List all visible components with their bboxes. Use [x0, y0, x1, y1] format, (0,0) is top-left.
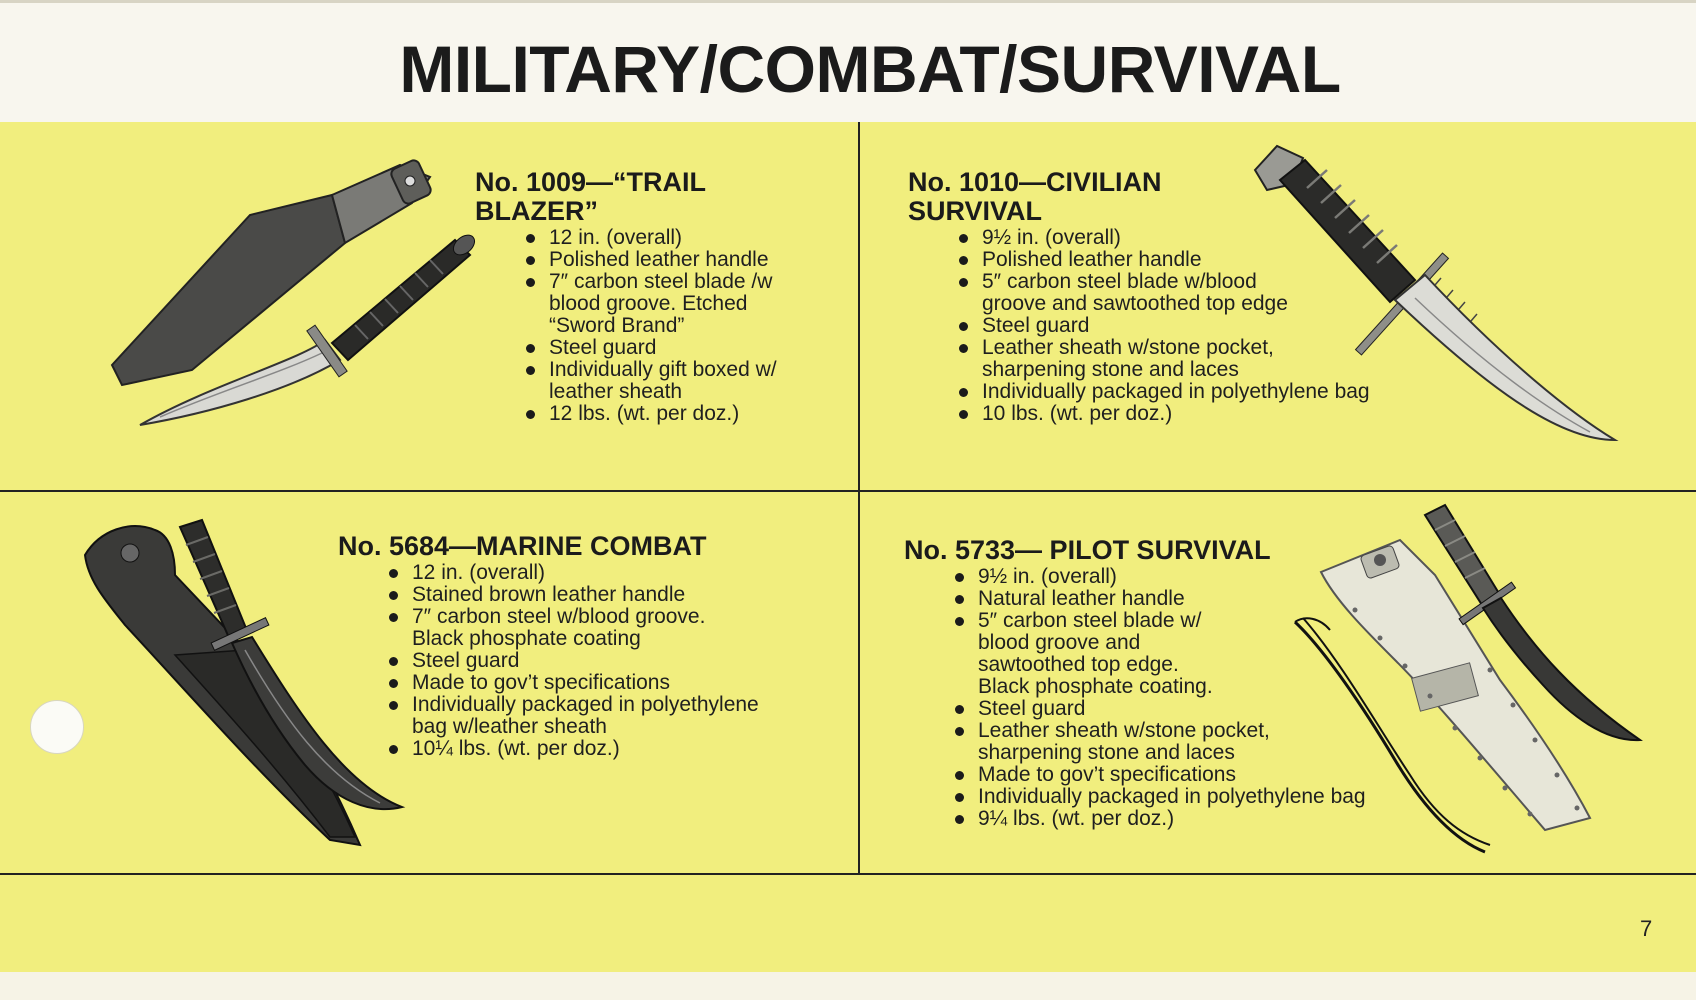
spec-item: 9½ in. (overall): [956, 227, 1468, 249]
punch-hole: [30, 700, 84, 754]
spec-item: Stained brown leather handle: [386, 584, 858, 606]
trail-blazer-knife-illustration: [110, 159, 476, 426]
marine-combat-knife-illustration: [83, 518, 406, 847]
trail-blazer-title: No. 1009—“TRAIL BLAZER”: [475, 167, 706, 226]
spec-item: 12 in. (overall): [523, 227, 835, 249]
pilot-survival-title: No. 5733— PILOT SURVIVAL: [904, 535, 1271, 565]
spec-item: Leather sheath w/stone pocket, sharpenin…: [952, 720, 1424, 764]
marine-combat-title: No. 5684—MARINE COMBAT: [338, 531, 707, 561]
spec-item: Individually packaged in polyethylene ba…: [952, 786, 1424, 808]
spec-item: Natural leather handle: [952, 588, 1424, 610]
spec-item: 10¼ lbs. (wt. per doz.): [386, 738, 858, 760]
spec-item: 12 lbs. (wt. per doz.): [523, 403, 835, 425]
grid-rule-vertical: [858, 122, 860, 875]
pilot-survival-card: No. 5733— PILOT SURVIVAL 9½ in. (overall…: [904, 536, 1424, 830]
spec-item: Individually packaged in polyethylene ba…: [956, 381, 1468, 403]
spec-item: 7″ carbon steel blade /w blood groove. E…: [523, 271, 835, 337]
civilian-survival-card: No. 1010—CIVILIAN SURVIVAL 9½ in. (overa…: [908, 168, 1468, 425]
spec-item: Steel guard: [523, 337, 835, 359]
spec-item: Polished leather handle: [956, 249, 1468, 271]
spec-item: 9½ in. (overall): [952, 566, 1424, 588]
trail-blazer-card: No. 1009—“TRAIL BLAZER” 12 in. (overall)…: [475, 168, 835, 425]
marine-combat-card: No. 5684—MARINE COMBAT 12 in. (overall) …: [338, 532, 858, 760]
spec-item: Individually packaged in polyethylene ba…: [386, 694, 858, 738]
pilot-survival-knife-illustration: [1293, 503, 1643, 854]
spec-item: Made to gov’t specifications: [386, 672, 858, 694]
pilot-survival-specs: 9½ in. (overall) Natural leather handle …: [952, 566, 1424, 830]
spec-item: Polished leather handle: [523, 249, 835, 271]
civilian-survival-specs: 9½ in. (overall) Polished leather handle…: [956, 227, 1468, 425]
spec-item: Steel guard: [386, 650, 858, 672]
page-number: 7: [1640, 916, 1653, 941]
grid-rule-horizontal-middle: [0, 490, 1696, 492]
spec-item: Leather sheath w/stone pocket, sharpenin…: [956, 337, 1468, 381]
spec-item: Individually gift boxed w/ leather sheat…: [523, 359, 835, 403]
marine-combat-specs: 12 in. (overall) Stained brown leather h…: [386, 562, 858, 760]
civilian-survival-title: No. 1010—CIVILIAN SURVIVAL: [908, 167, 1162, 226]
trail-blazer-specs: 12 in. (overall) Polished leather handle…: [523, 227, 835, 425]
spec-item: Made to gov’t specifications: [952, 764, 1424, 786]
spec-item: Steel guard: [956, 315, 1468, 337]
grid-rule-horizontal-bottom: [0, 873, 1696, 875]
spec-item: Steel guard: [952, 698, 1424, 720]
title-band: [0, 0, 1696, 126]
spec-item: 9¼ lbs. (wt. per doz.): [952, 808, 1424, 830]
page-title: MILITARY/COMBAT/SURVIVAL: [399, 32, 1341, 106]
civilian-survival-knife-illustration: [1253, 144, 1619, 442]
spec-item: 12 in. (overall): [386, 562, 858, 584]
spec-item: 5″ carbon steel blade w/ blood groove an…: [952, 610, 1424, 698]
spec-item: 5″ carbon steel blade w/blood groove and…: [956, 271, 1468, 315]
spec-item: 10 lbs. (wt. per doz.): [956, 403, 1468, 425]
spec-item: 7″ carbon steel w/blood groove. Black ph…: [386, 606, 858, 650]
